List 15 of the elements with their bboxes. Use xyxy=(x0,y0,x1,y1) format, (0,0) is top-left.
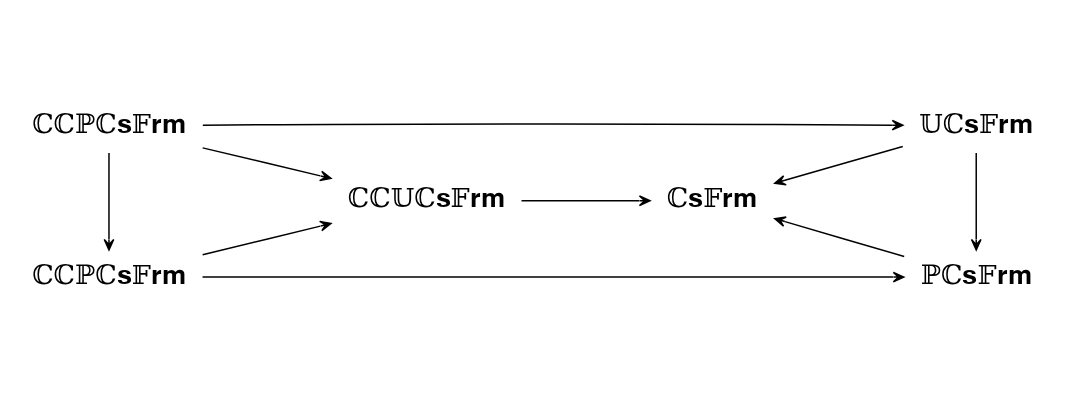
arrow xyxy=(201,147,332,182)
arrow xyxy=(774,145,904,186)
node-text: ℂ𝐬𝔽𝐫𝐦 xyxy=(666,182,758,214)
node-text: ℙℂ𝐬𝔽𝐫𝐦 xyxy=(920,258,1032,290)
node-text: 𝕌ℂ𝐬𝔽𝐫𝐦 xyxy=(919,107,1034,139)
arrow xyxy=(970,152,982,251)
arrow xyxy=(201,220,332,256)
arrow xyxy=(103,152,115,251)
arrow xyxy=(201,271,905,283)
arrow xyxy=(202,119,904,131)
arrow xyxy=(774,216,905,258)
node-text: ℂℂℙℂ𝐬𝔽𝐫𝐦 xyxy=(32,258,186,290)
node-text: ℂℂℙℂ𝐬𝔽𝐫𝐦 xyxy=(32,107,186,139)
arrow xyxy=(520,195,651,207)
node-text: ℂℂ𝕌ℂ𝐬𝔽𝐫𝐦 xyxy=(347,182,505,214)
